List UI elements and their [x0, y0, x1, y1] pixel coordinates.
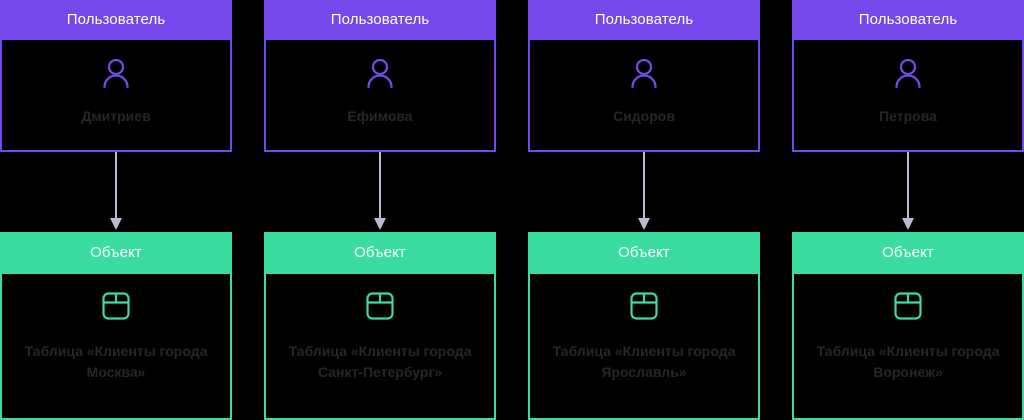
diagram-column: Пользователь Дмитриев Объект: [0, 0, 232, 420]
user-icon: [99, 56, 133, 95]
object-card[interactable]: Объект Таблица «Клиенты города Ярославль…: [528, 232, 760, 420]
user-card-header: Пользователь: [528, 0, 760, 40]
user-card-body: Дмитриев: [0, 40, 232, 152]
table-icon: [628, 290, 660, 327]
object-card[interactable]: Объект Таблица «Клиенты города Санкт-Пет…: [264, 232, 496, 420]
user-card-header: Пользователь: [792, 0, 1024, 40]
user-name: Ефимова: [347, 108, 413, 124]
object-card-body: Таблица «Клиенты города Москва»: [0, 274, 232, 420]
object-card[interactable]: Объект Таблица «Клиенты города Воронеж»: [792, 232, 1024, 420]
object-name: Таблица «Клиенты города Воронеж»: [816, 343, 1000, 380]
down-arrow-icon: [373, 152, 387, 232]
user-card[interactable]: Пользователь Сидоров: [528, 0, 760, 152]
diagram-column: Пользователь Сидоров Объект: [528, 0, 760, 420]
user-card[interactable]: Пользователь Ефимова: [264, 0, 496, 152]
user-name: Петрова: [879, 108, 937, 124]
user-icon: [363, 56, 397, 95]
user-card[interactable]: Пользователь Дмитриев: [0, 0, 232, 152]
user-card-header: Пользователь: [0, 0, 232, 40]
object-card-body: Таблица «Клиенты города Санкт-Петербург»: [264, 274, 496, 420]
object-card-body: Таблица «Клиенты города Воронеж»: [792, 274, 1024, 420]
down-arrow-icon: [637, 152, 651, 232]
table-icon: [364, 290, 396, 327]
diagram-column: Пользователь Петрова Объект: [792, 0, 1024, 420]
diagram-column: Пользователь Ефимова Объект: [264, 0, 496, 420]
object-name: Таблица «Клиенты города Санкт-Петербург»: [288, 343, 472, 380]
object-name: Таблица «Клиенты города Москва»: [24, 343, 208, 380]
object-card-header: Объект: [0, 232, 232, 274]
user-card-header: Пользователь: [264, 0, 496, 40]
object-card-body: Таблица «Клиенты города Ярославль»: [528, 274, 760, 420]
user-icon: [891, 56, 925, 95]
user-card[interactable]: Пользователь Петрова: [792, 0, 1024, 152]
user-name: Дмитриев: [81, 108, 151, 124]
object-card-header: Объект: [792, 232, 1024, 274]
object-card-header: Объект: [528, 232, 760, 274]
down-arrow-icon: [109, 152, 123, 232]
user-name: Сидоров: [613, 108, 675, 124]
user-card-body: Сидоров: [528, 40, 760, 152]
down-arrow-icon: [901, 152, 915, 232]
object-card[interactable]: Объект Таблица «Клиенты города Москва»: [0, 232, 232, 420]
user-card-body: Ефимова: [264, 40, 496, 152]
user-icon: [627, 56, 661, 95]
table-icon: [100, 290, 132, 327]
object-card-header: Объект: [264, 232, 496, 274]
object-name: Таблица «Клиенты города Ярославль»: [552, 343, 736, 380]
table-icon: [892, 290, 924, 327]
user-card-body: Петрова: [792, 40, 1024, 152]
